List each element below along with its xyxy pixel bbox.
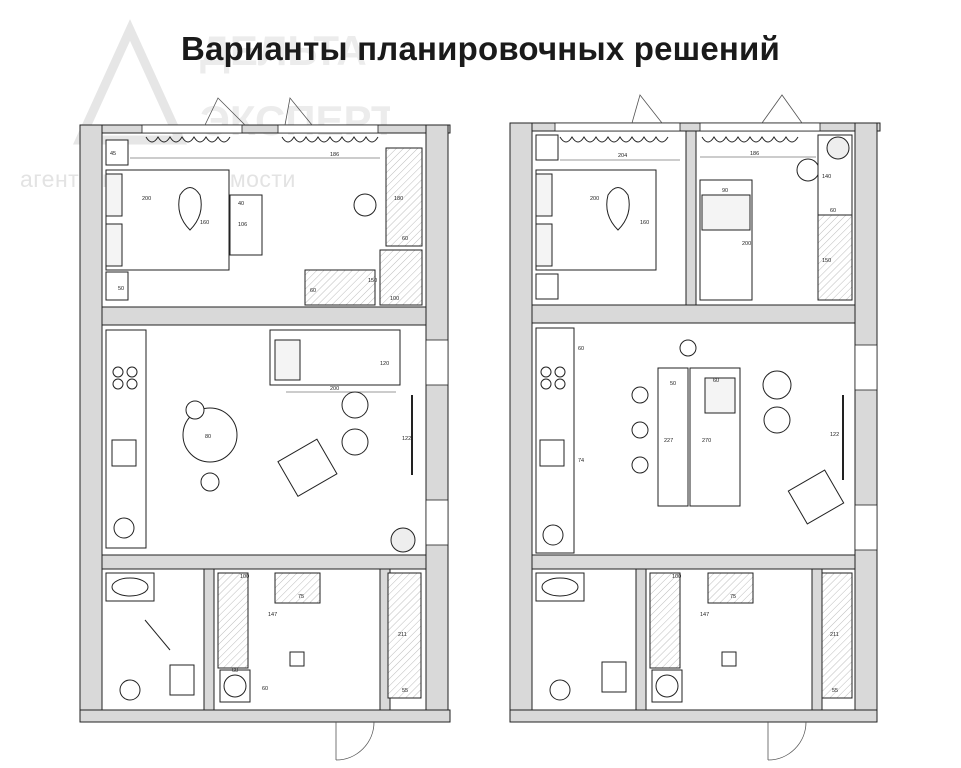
sofa-depth-label: 120 — [380, 361, 389, 367]
closet2-label-a: 60 — [830, 208, 836, 214]
kitchen-label-a: 60 — [578, 346, 584, 352]
walls — [79, 124, 451, 723]
wardrobe-hall — [387, 572, 422, 699]
svg-text:ДЕЛЬТА: ДЕЛЬТА — [200, 27, 367, 74]
hall-label-c: 147 — [268, 612, 277, 618]
closet2-label-b: 150 — [822, 258, 831, 264]
closet-label-b: 150 — [368, 278, 377, 284]
bed2-length-label: 200 — [742, 241, 751, 247]
desk-label-a: 40 — [238, 201, 244, 207]
bed — [105, 169, 230, 271]
walls — [509, 122, 881, 723]
living-room — [105, 329, 416, 553]
desk2-label: 140 — [822, 174, 831, 180]
hall-label-e: 55 — [402, 688, 408, 694]
sofa-depth-label: 60 — [713, 378, 719, 384]
toilet — [601, 661, 627, 693]
sofa-length-label: 200 — [330, 386, 339, 392]
bathroom — [105, 572, 195, 701]
hall-label-c: 147 — [700, 612, 709, 618]
wardrobe-hall — [821, 572, 853, 699]
bed-width-label: 160 — [640, 220, 649, 226]
bed-length-label: 200 — [590, 196, 599, 202]
kitchen-label-b: 74 — [578, 458, 584, 464]
hall-label-b: 75 — [730, 594, 736, 600]
chair — [796, 158, 820, 182]
wardrobe-length-label: 180 — [394, 196, 403, 202]
desk-label-b: 106 — [238, 222, 247, 228]
hall-label-a: 100 — [240, 574, 249, 580]
toilet — [169, 664, 195, 696]
hall-label-a: 100 — [672, 574, 681, 580]
nightstand — [535, 273, 559, 300]
tv-label: 122 — [402, 436, 411, 442]
table-label: 80 — [205, 434, 211, 440]
svg-text:ЭКСПЕРТ: ЭКСПЕРТ — [200, 97, 390, 144]
curtains — [145, 136, 379, 143]
bed-width-label: 160 — [200, 220, 209, 226]
curtains — [559, 136, 799, 143]
wardrobe — [385, 147, 423, 247]
nightstand — [105, 139, 129, 166]
bar-counter — [657, 367, 689, 507]
bed — [535, 169, 657, 271]
bedroom-width-label: 186 — [330, 152, 339, 158]
bar-depth-label: 50 — [670, 381, 676, 387]
plant — [826, 136, 850, 160]
bedroom-width-label: 204 — [618, 153, 627, 159]
floor-plan-2: 204 200 160 186 90 200 140 60 150 50 227… — [509, 94, 881, 761]
bed-length-label: 200 — [142, 196, 151, 202]
wardrobe-depth-label: 60 — [402, 236, 408, 242]
chair — [353, 193, 377, 217]
hall-label-b: 75 — [298, 594, 304, 600]
hallway — [217, 572, 422, 703]
closet-label-c: 100 — [390, 296, 399, 302]
bedroom — [105, 139, 423, 306]
hall-label-e: 55 — [832, 688, 838, 694]
dining-table — [182, 407, 238, 463]
kitchen-counter — [105, 329, 147, 549]
armchair — [277, 438, 338, 498]
plant — [390, 527, 416, 553]
hall-label-d: 211 — [398, 632, 407, 638]
closet — [817, 214, 853, 301]
bedroom-2 — [699, 134, 853, 301]
tv-label: 122 — [830, 432, 839, 438]
wm-label-b: 60 — [262, 686, 268, 692]
desk — [229, 194, 263, 256]
armchair — [787, 469, 845, 525]
bedroom — [535, 134, 657, 300]
watermark-logo: ДЕЛЬТА ЭКСПЕРТ — [20, 10, 397, 200]
sofa-length-label: 270 — [702, 438, 711, 444]
floor-plan-1: 186 200 160 40 106 180 60 45 50 60 150 1… — [79, 97, 451, 761]
closet — [304, 269, 376, 306]
page-title: Варианты планировочных решений — [180, 30, 781, 67]
closet-label-a: 60 — [310, 288, 316, 294]
bed2-width-label: 90 — [722, 188, 728, 194]
hall-label-d: 211 — [830, 632, 839, 638]
small-label-a: 45 — [110, 151, 116, 157]
living-room — [535, 327, 845, 554]
small-label-b: 50 — [118, 286, 124, 292]
bathroom — [535, 572, 627, 701]
wm-label-a: 60 — [232, 668, 238, 674]
hallway — [649, 572, 853, 703]
nightstand — [105, 271, 129, 301]
nightstand — [535, 134, 559, 161]
room2-width-label: 186 — [750, 151, 759, 157]
bar-length-label: 227 — [664, 438, 673, 444]
